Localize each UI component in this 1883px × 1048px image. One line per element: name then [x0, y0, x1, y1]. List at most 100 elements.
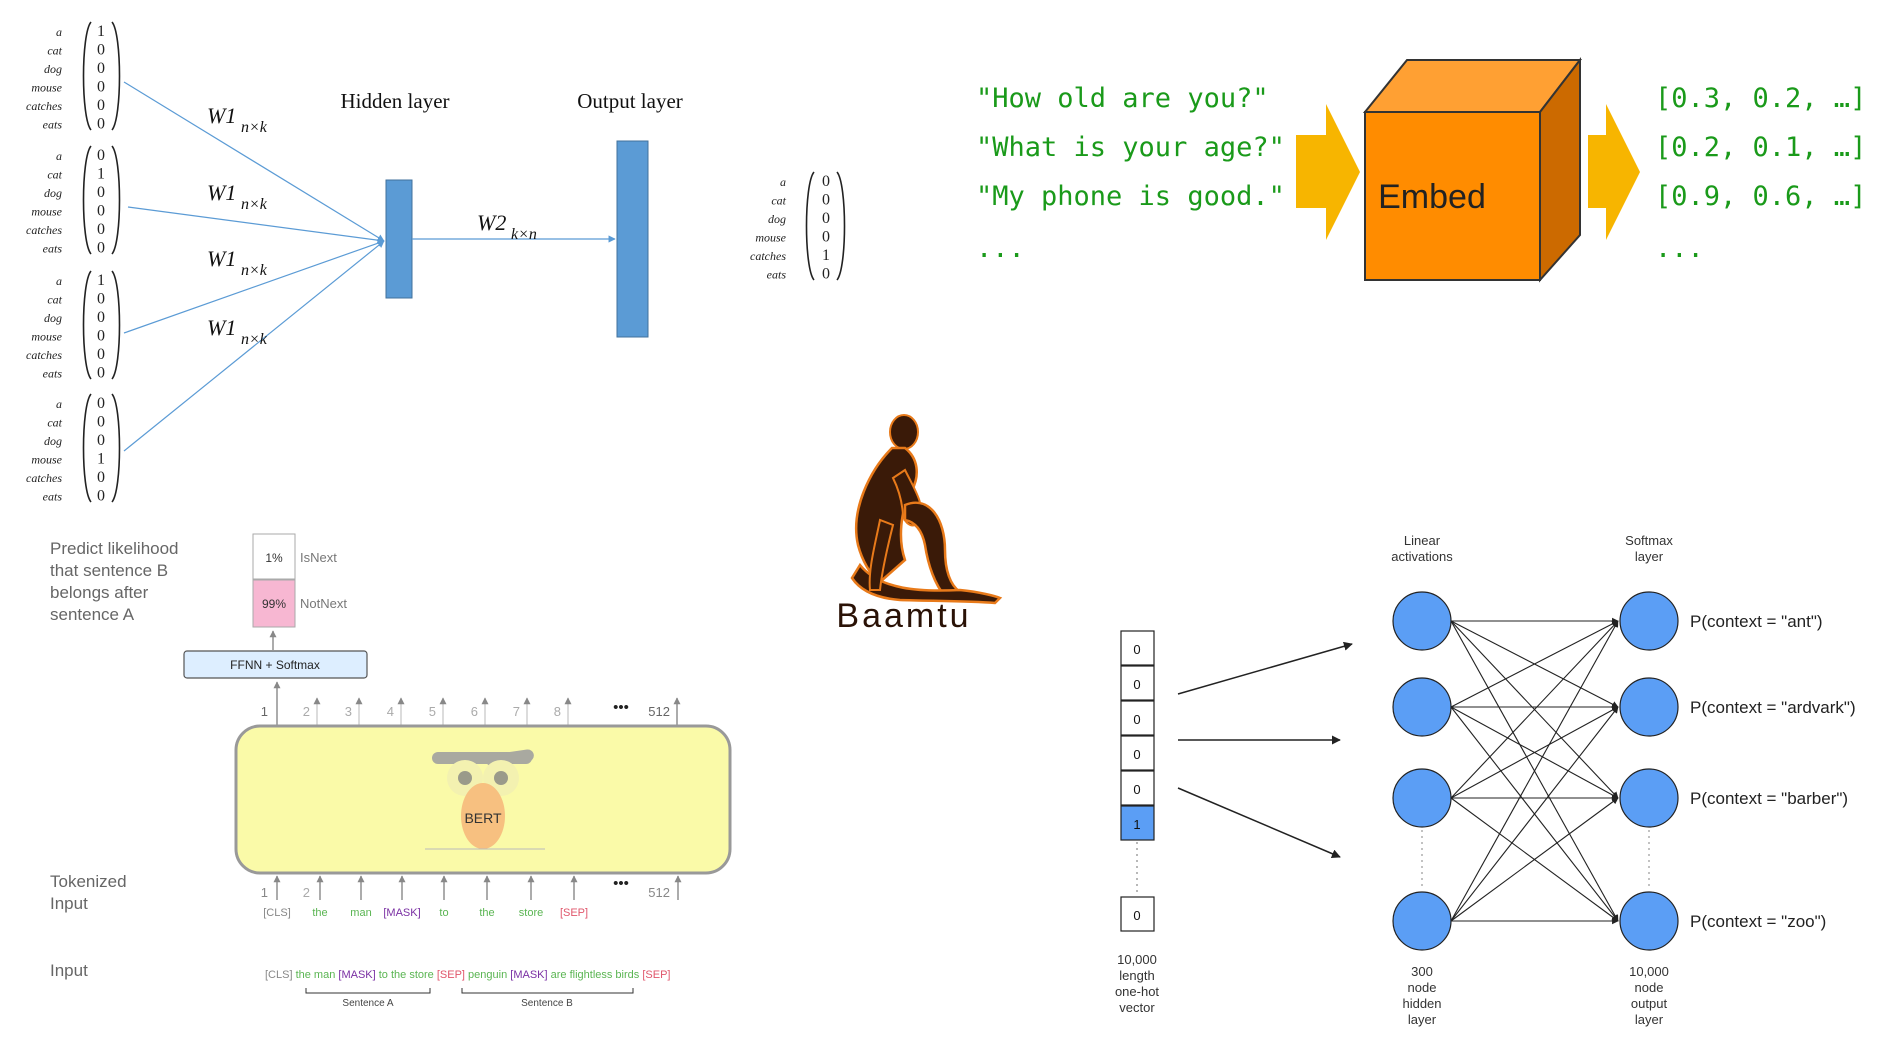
- w1-weight-label: W1: [207, 103, 236, 128]
- bert-nose: [461, 783, 505, 849]
- dense-connection: [1450, 620, 1619, 708]
- w1-weight-subscript: n×k: [241, 331, 268, 348]
- vocab-word-label: mouse: [31, 205, 62, 219]
- vector-value: 0: [97, 42, 105, 59]
- hidden-layer-caption: hidden: [1402, 996, 1441, 1011]
- embed-box-front: [1364, 111, 1541, 281]
- vector-left-bracket: [82, 393, 92, 503]
- ffnn-softmax-box: [183, 650, 368, 679]
- input-projection-arrow: [1177, 641, 1353, 695]
- hidden-node: [1392, 591, 1452, 651]
- hidden-node: [1392, 768, 1452, 828]
- vocab-word-label: catches: [750, 249, 786, 263]
- onehot-cell-value: 0: [1133, 677, 1140, 692]
- vector-right-bracket: [111, 145, 121, 255]
- tokenized-input-label: Tokenized: [50, 872, 127, 891]
- input-connection-line: [123, 81, 385, 242]
- input-sequence-token: [MASK]: [510, 969, 547, 981]
- output-position-number: 6: [471, 704, 478, 719]
- vocab-word-label: mouse: [755, 231, 786, 245]
- output-position-number: 7: [513, 704, 520, 719]
- predict-description-text: sentence A: [50, 605, 135, 624]
- vocab-word-label: cat: [47, 416, 62, 430]
- w2-weight-subscript: k×n: [511, 226, 537, 243]
- hidden-layer-title: Hidden layer: [340, 89, 449, 113]
- context-probability-label: P(context = "ant"): [1690, 612, 1823, 631]
- output-layer-caption: layer: [1635, 1012, 1664, 1027]
- hidden-layer-caption: layer: [1408, 1012, 1437, 1027]
- embedding-panel: Embed "How old are you?""What is your ag…: [976, 57, 1866, 283]
- vocab-word-label: a: [780, 175, 786, 189]
- softmax-layer-title: layer: [1635, 549, 1664, 564]
- vector-value: 0: [97, 79, 105, 96]
- input-sequence-text: [CLS] the man [MASK] to the store [SEP] …: [265, 969, 670, 981]
- output-position-number: 4: [387, 704, 394, 719]
- dense-connection: [1450, 620, 1619, 799]
- onehot-caption: length: [1119, 968, 1154, 983]
- token-label: [SEP]: [560, 907, 588, 919]
- input-position-number: 2: [303, 885, 310, 900]
- output-right-bracket: [836, 171, 846, 281]
- dense-connection: [1450, 706, 1619, 922]
- vector-value: 0: [97, 395, 105, 412]
- output-vector-value: 1: [822, 247, 830, 264]
- notnext-value: 99%: [262, 597, 286, 611]
- vocab-word-label: catches: [26, 348, 62, 362]
- input-connection-line: [123, 240, 385, 452]
- vector-value: 0: [97, 414, 105, 431]
- vocab-word-label: dog: [768, 212, 786, 226]
- vector-value: 0: [97, 184, 105, 201]
- output-vector-value: 0: [822, 192, 830, 209]
- vocab-word-label: dog: [44, 311, 62, 325]
- input-sequence-token: [MASK]: [338, 969, 375, 981]
- onehot-cell-value: 0: [1133, 712, 1140, 727]
- onehot-cell-value: 0: [1133, 908, 1140, 923]
- output-layer-caption: 10,000: [1629, 964, 1669, 979]
- output-node: [1619, 591, 1679, 651]
- w1-weight-label: W1: [207, 315, 236, 340]
- token-label: [MASK]: [383, 907, 420, 919]
- vocab-word-label: catches: [26, 223, 62, 237]
- vocab-word-label: eats: [767, 268, 787, 282]
- output-left-bracket: [805, 171, 815, 281]
- isnext-box: [252, 533, 296, 580]
- vocab-word-label: dog: [44, 186, 62, 200]
- output-node: [1619, 677, 1679, 737]
- onehot-caption: vector: [1119, 1000, 1155, 1015]
- predict-description-text: belongs after: [50, 583, 149, 602]
- vocab-word-label: a: [56, 149, 62, 163]
- output-node: [1619, 891, 1679, 951]
- input-sequence-token: are flightless birds: [551, 969, 640, 981]
- onehot-caption: one-hot: [1115, 984, 1159, 999]
- vector-value: 0: [97, 203, 105, 220]
- vector-value: 0: [97, 488, 105, 505]
- vocab-word-label: a: [56, 25, 62, 39]
- input-arrow-icon: [1296, 104, 1360, 240]
- vocab-word-label: eats: [43, 367, 63, 381]
- token-label: store: [519, 907, 543, 919]
- onehot-cell: [1120, 735, 1155, 771]
- vector-left-bracket: [82, 145, 92, 255]
- output-vector-value: 0: [822, 266, 830, 283]
- dense-connection: [1450, 706, 1619, 799]
- onehot-cell-value: 0: [1133, 642, 1140, 657]
- dense-connection: [1450, 797, 1619, 922]
- notnext-box: [252, 579, 296, 628]
- output-position-number: 1: [261, 704, 268, 719]
- input-connection-line: [123, 239, 385, 334]
- hidden-node: [1392, 677, 1452, 737]
- input-ellipsis: •••: [613, 875, 629, 892]
- input-label: Input: [50, 961, 88, 980]
- token-label: the: [312, 907, 327, 919]
- output-node: [1619, 768, 1679, 828]
- vocab-word-label: mouse: [31, 81, 62, 95]
- vector-value: 1: [97, 166, 105, 183]
- vocab-word-label: catches: [26, 99, 62, 113]
- skipgram-panel: 000001010,000lengthone-hotvectorP(contex…: [1115, 533, 1856, 1027]
- w1-weight-subscript: n×k: [241, 119, 268, 136]
- output-layer-caption: output: [1631, 996, 1668, 1011]
- vector-value: 0: [97, 432, 105, 449]
- vocab-word-label: dog: [44, 434, 62, 448]
